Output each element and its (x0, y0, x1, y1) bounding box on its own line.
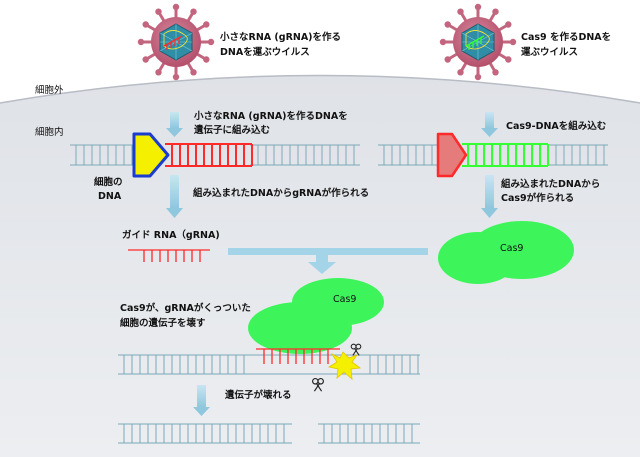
broken-label: 遺伝子が壊れる (224, 389, 292, 401)
flow-arrow-left-1 (166, 112, 183, 137)
cut-step-line1: Cas9が、gRNAがくっついた (120, 302, 251, 314)
cell-dna-label-line2: DNA (98, 191, 122, 202)
cut-step-line2: 細胞の遺伝子を壊す (120, 317, 206, 329)
cell-membrane (0, 74, 640, 104)
cut-burst-icon (327, 351, 362, 380)
cas9-label: Cas9 (500, 243, 523, 254)
merge-arrow (228, 248, 428, 274)
step-right-integrate: Cas9-DNAを組み込む (506, 120, 607, 132)
broken-dna-right (318, 423, 420, 444)
flow-arrow-final (193, 385, 210, 416)
label-outside: 細胞外 (35, 84, 64, 96)
virus-left-icon (136, 2, 216, 82)
virus-left-line1: 小さなRNA (gRNA)を作る (219, 31, 341, 43)
broken-dna-left (118, 423, 292, 444)
virus-right-line1: Cas9 を作るDNAを (521, 31, 611, 43)
cell-dna-left (70, 143, 360, 167)
guide-rna-label: ガイド RNA（gRNA) (122, 229, 220, 241)
step-left-integrate-line1: 小さなRNA (gRNA)を作るDNAを (193, 110, 348, 122)
flow-arrow-right-1 (481, 112, 498, 137)
flow-arrow-right-2 (481, 175, 498, 218)
scissors-icon (350, 343, 362, 356)
virus-right-icon (438, 2, 518, 82)
virus-right-line2: 運ぶウイルス (521, 47, 578, 58)
cas9-protein (438, 221, 574, 284)
target-dna (118, 354, 420, 375)
step-left-make: 組み込まれたDNAからgRNAが作られる (193, 187, 369, 199)
promoter-arrow-right (436, 132, 468, 178)
virus-left-line2: DNAを運ぶウイルス (220, 47, 310, 58)
cell-dna-label-line1: 細胞の (94, 176, 123, 188)
step-left-integrate-line2: 遺伝子に組み込む (193, 124, 271, 136)
guide-rna-strand (128, 249, 210, 262)
cas9-complex (248, 278, 384, 354)
cell-dna-right (378, 143, 608, 167)
flow-arrow-left-2 (166, 175, 183, 218)
bound-grna (256, 348, 340, 364)
step-right-make-line1: 組み込まれたDNAから (501, 178, 600, 190)
scissors-icon-2 (312, 378, 324, 392)
promoter-arrow-left (132, 132, 170, 178)
step-right-make-line2: Cas9が作られる (501, 192, 574, 204)
cas9-complex-label: Cas9 (333, 294, 356, 305)
label-inside: 細胞内 (35, 126, 64, 138)
